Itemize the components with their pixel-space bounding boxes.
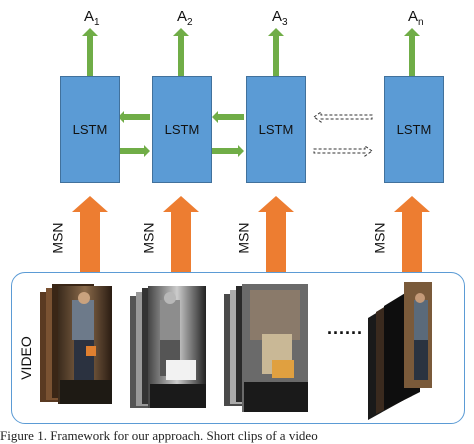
dashed-arrow-right bbox=[313, 145, 373, 157]
video-clip-1 bbox=[40, 284, 112, 404]
lstm-cell-1: LSTM bbox=[60, 76, 120, 183]
output-arrow-3 bbox=[268, 28, 284, 46]
output-label-3: A3 bbox=[272, 8, 288, 28]
output-arrow-1 bbox=[82, 28, 98, 46]
msn-arrow-3 bbox=[258, 196, 294, 272]
output-label-1: A1 bbox=[84, 8, 100, 28]
output-arrow-n bbox=[404, 28, 420, 46]
lstm-cell-2: LSTM bbox=[152, 76, 212, 183]
msn-arrows bbox=[72, 196, 430, 272]
msn-arrow-n bbox=[394, 196, 430, 272]
dashed-arrow-left bbox=[313, 111, 373, 123]
arrow-2-to-1 bbox=[118, 111, 150, 123]
msn-arrow-2 bbox=[163, 196, 199, 272]
video-clip-2 bbox=[130, 286, 206, 408]
recurrent-arrows bbox=[118, 111, 244, 157]
dashed-arrows bbox=[313, 111, 373, 157]
lstm-cell-3: LSTM bbox=[246, 76, 306, 183]
clips-ellipsis: ...... bbox=[327, 318, 364, 338]
lstm-cell-n: LSTM bbox=[384, 76, 444, 183]
arrow-2-to-3 bbox=[212, 145, 244, 157]
video-clip-3 bbox=[224, 284, 308, 412]
output-label-n: An bbox=[408, 8, 424, 28]
msn-arrow-1 bbox=[72, 196, 108, 272]
arrow-3-to-2 bbox=[212, 111, 244, 123]
video-clip-n bbox=[368, 282, 432, 420]
output-label-2: A2 bbox=[177, 8, 193, 28]
output-arrow-2 bbox=[173, 28, 189, 46]
figure-caption: Figure 1. Framework for our approach. Sh… bbox=[0, 428, 318, 443]
output-arrows bbox=[82, 28, 420, 76]
arrow-1-to-2 bbox=[118, 145, 150, 157]
